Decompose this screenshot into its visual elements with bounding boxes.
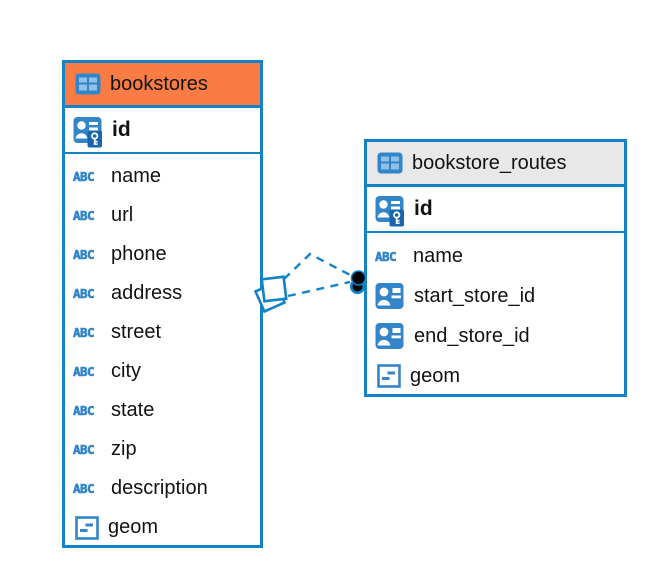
primary-key-icon [375, 195, 405, 229]
text-type-icon: ABC [73, 325, 95, 341]
column-row-description[interactable]: ABC description [65, 469, 260, 508]
column-name: id [112, 118, 131, 141]
relationship-line-lower[interactable] [287, 280, 351, 298]
table-icon [75, 72, 101, 96]
column-row-geom[interactable]: geom [65, 508, 260, 547]
table-bookstores-header[interactable]: bookstores [65, 63, 260, 108]
column-name: state [111, 399, 155, 421]
table-icon [377, 151, 403, 175]
geometry-type-icon [377, 364, 401, 388]
text-type-icon: ABC [73, 481, 95, 497]
column-row-url[interactable]: ABC url [65, 196, 260, 235]
foreign-key-icon [375, 322, 405, 350]
column-name: id [414, 197, 433, 220]
column-row-name[interactable]: ABC name [367, 236, 624, 276]
column-row-id[interactable]: id [65, 108, 260, 154]
text-type-icon: ABC [73, 247, 95, 263]
column-name: url [111, 204, 134, 226]
table-title: bookstore_routes [412, 151, 567, 174]
table-title: bookstores [110, 72, 208, 95]
relationship-line-upper[interactable] [283, 252, 353, 280]
text-type-icon: ABC [73, 169, 95, 185]
text-type-icon: ABC [73, 208, 95, 224]
table-bookstores[interactable]: bookstores id ABC name ABC url ABC phone… [62, 60, 263, 548]
column-row-state[interactable]: ABC state [65, 391, 260, 430]
column-name: name [413, 244, 464, 267]
column-row-zip[interactable]: ABC zip [65, 430, 260, 469]
text-type-icon: ABC [73, 442, 95, 458]
text-type-icon: ABC [375, 248, 397, 264]
primary-key-icon [73, 116, 103, 150]
column-row-start-store-id[interactable]: start_store_id [367, 276, 624, 316]
column-name: end_store_id [414, 324, 530, 347]
columns-list: ABC name ABC url ABC phone ABC address A… [65, 154, 260, 547]
table-bookstore-routes-header[interactable]: bookstore_routes [367, 142, 624, 187]
column-name: city [111, 360, 141, 382]
foreign-key-icon [375, 282, 405, 310]
column-name: address [111, 282, 183, 304]
columns-list: ABC name start_store_id end_store_id geo… [367, 233, 624, 396]
column-row-street[interactable]: ABC street [65, 313, 260, 352]
column-name: phone [111, 243, 167, 265]
column-row-city[interactable]: ABC city [65, 352, 260, 391]
column-name: zip [111, 438, 137, 460]
text-type-icon: ABC [73, 364, 95, 380]
column-row-name[interactable]: ABC name [65, 157, 260, 196]
table-bookstore-routes[interactable]: bookstore_routes id ABC name start_store… [364, 139, 627, 397]
text-type-icon: ABC [73, 286, 95, 302]
column-row-geom[interactable]: geom [367, 356, 624, 396]
text-type-icon: ABC [73, 403, 95, 419]
column-name: geom [108, 516, 159, 538]
column-name: geom [410, 364, 461, 387]
column-name: street [111, 321, 162, 343]
column-name: name [111, 165, 162, 187]
column-row-end-store-id[interactable]: end_store_id [367, 316, 624, 356]
column-name: description [111, 477, 208, 499]
column-row-phone[interactable]: ABC phone [65, 235, 260, 274]
column-row-address[interactable]: ABC address [65, 274, 260, 313]
geometry-type-icon [75, 516, 99, 540]
column-row-id[interactable]: id [367, 187, 624, 233]
column-name: start_store_id [414, 284, 536, 307]
